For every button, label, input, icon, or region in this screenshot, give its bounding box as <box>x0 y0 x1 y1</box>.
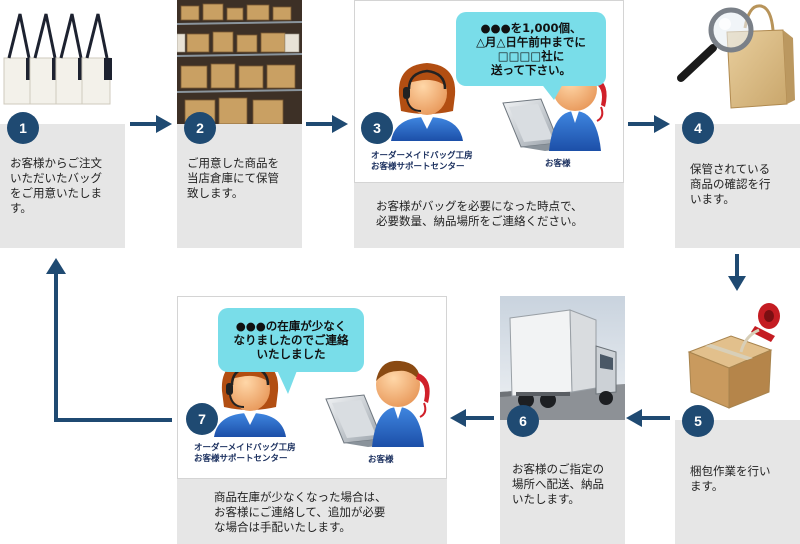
step-4-image-inspect <box>675 0 800 124</box>
step-5-text: 梱包作業を行い ます。 <box>690 464 771 493</box>
step-7-badge: 7 <box>186 403 218 435</box>
step-6-badge: 6 <box>507 405 539 437</box>
step-1-image-bags <box>0 0 125 124</box>
operator-avatar-icon <box>391 63 463 141</box>
step-7-support-label: オーダーメイドバッグ工房 お客様サポートセンター <box>194 443 296 464</box>
arrow-return-icon <box>46 258 172 422</box>
arrow-left-icon <box>450 409 494 427</box>
arrow-left-icon <box>626 409 670 427</box>
step-5-badge: 5 <box>682 405 714 437</box>
step-3-speech-bubble: ●●●を1,000個、 △月△日午前中までに □□□□社に 送って下さい。 <box>456 12 606 86</box>
step-3-badge: 3 <box>361 112 393 144</box>
step-4-badge: 4 <box>682 112 714 144</box>
step-2-badge: 2 <box>184 112 216 144</box>
tote-bags-icon <box>3 13 112 105</box>
step-3-support-label: オーダーメイドバッグ工房 お客様サポートセンター <box>371 151 473 172</box>
step-7-speech-bubble: ●●●の在庫が少なく なりましたのでご連絡 いたしました <box>218 308 364 372</box>
step-5-image-package <box>675 296 800 420</box>
speech-bubble-tail-icon <box>276 368 298 394</box>
step-2-image-warehouse <box>177 0 302 124</box>
step-6-text: お客様のご指定の 場所へ配送、納品 いたします。 <box>512 462 604 506</box>
step-6-image-truck <box>500 296 625 420</box>
arrow-down-icon <box>728 254 746 291</box>
step-7-customer-label: お客様 <box>368 455 394 465</box>
delivery-truck-icon <box>500 296 625 420</box>
step-2-text: ご用意した商品を 当店倉庫にて保管 致します。 <box>187 156 279 200</box>
arrow-right-icon <box>130 115 172 133</box>
arrow-right-icon <box>628 115 670 133</box>
warehouse-shelves-icon <box>177 0 302 124</box>
cardboard-box-icon <box>687 303 780 409</box>
step-7-text: 商品在庫が少なくなった場合は、 お客様にご連絡して、追加が必要 な場合は手配いた… <box>214 490 387 534</box>
step-3-customer-label: お客様 <box>545 159 571 169</box>
step-4-text: 保管されている 商品の確認を行 います。 <box>690 162 771 206</box>
step-1-text: お客様からご注文 いただいたバッグ をご用意いたしま す。 <box>10 156 102 215</box>
customer-avatar-icon <box>325 360 430 447</box>
step-1-badge: 1 <box>7 112 39 144</box>
arrow-right-icon <box>306 115 348 133</box>
speech-bubble-tail-icon <box>540 82 564 100</box>
magnifier-paperbag-icon <box>677 4 795 109</box>
step-3-text: お客様がバッグを必要になった時点で、 必要数量、納品場所をご連絡ください。 <box>376 199 583 228</box>
